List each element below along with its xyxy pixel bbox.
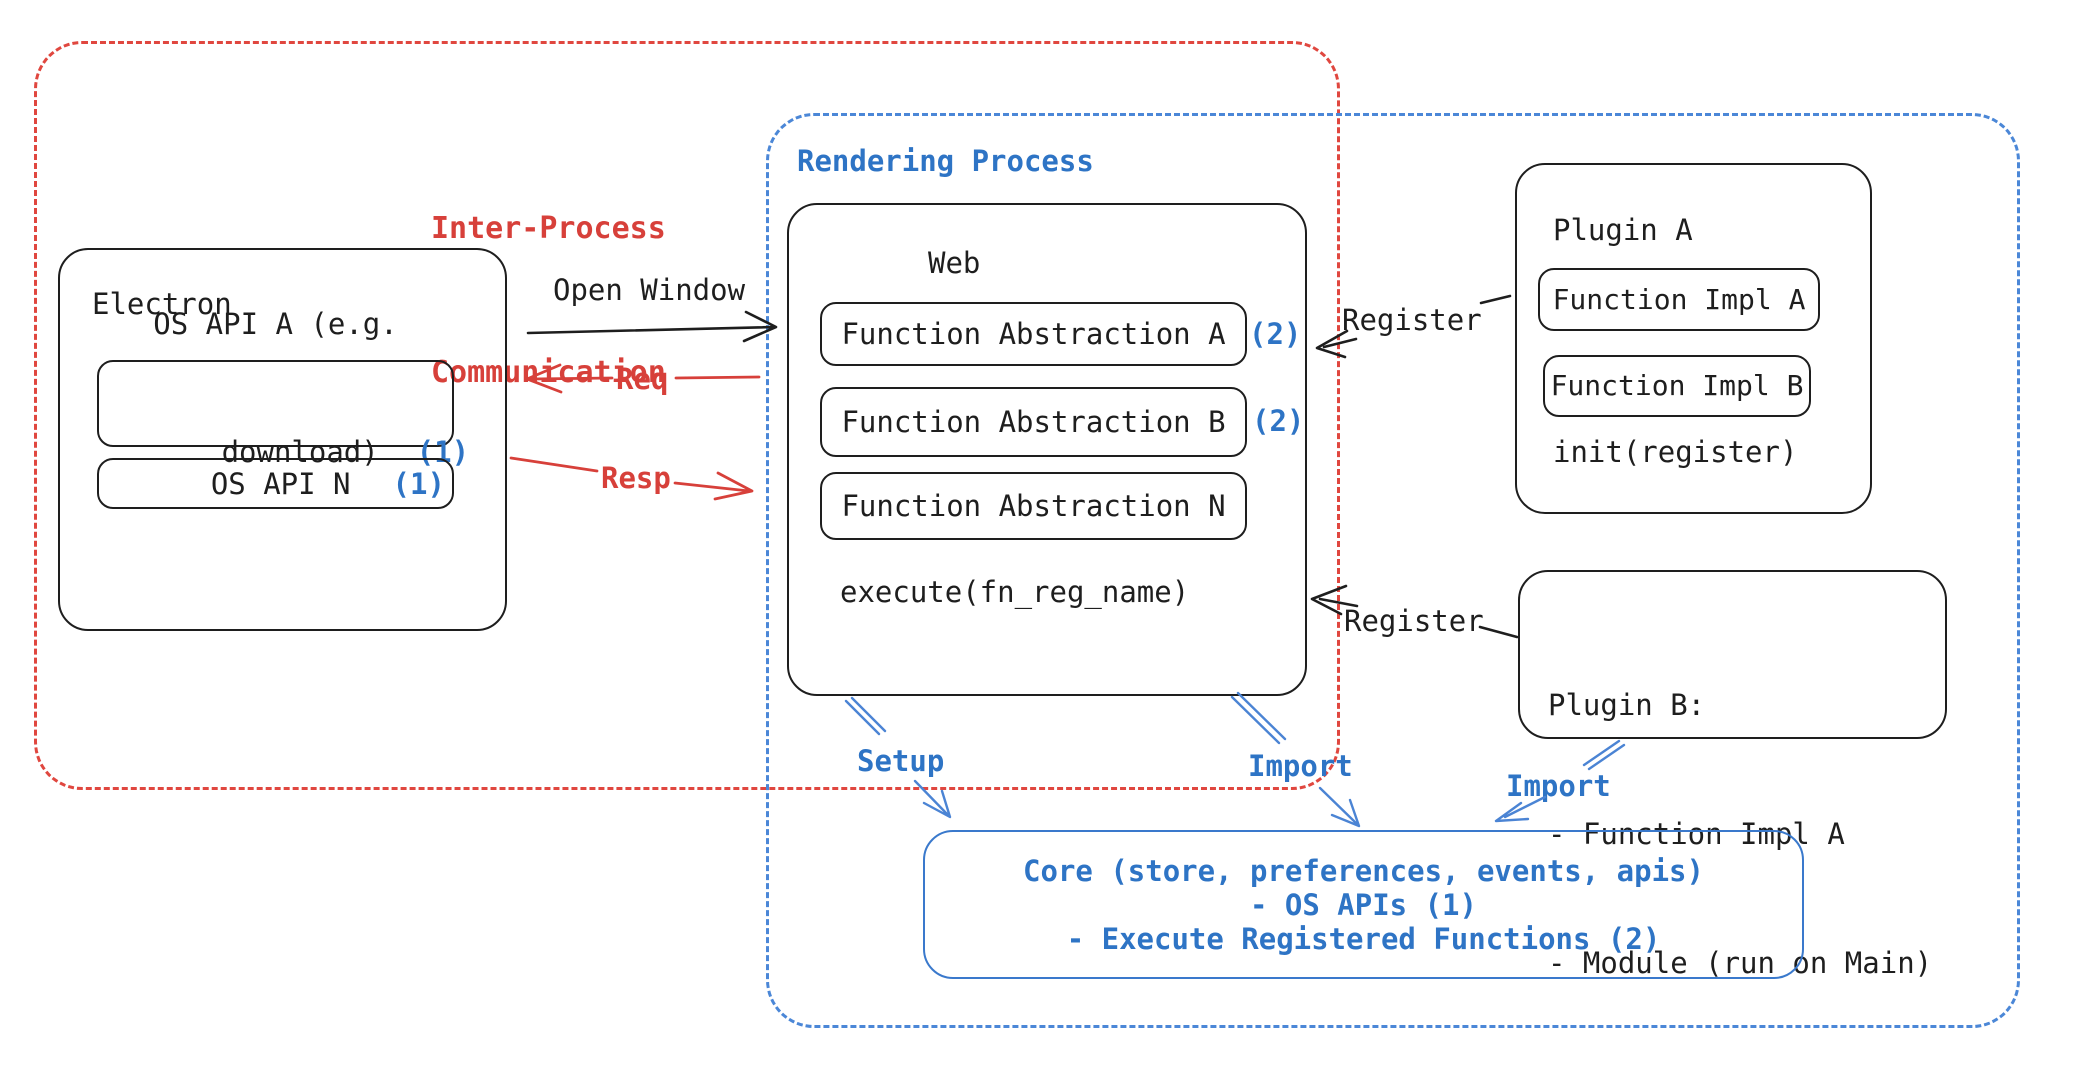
function-impl-a-node: Function Impl A	[1538, 268, 1820, 331]
function-impl-a-label: Function Impl A	[1552, 282, 1806, 316]
os-api-n-ref: (1)	[392, 466, 445, 501]
plugin-b-node	[1518, 570, 1947, 739]
function-abstraction-n-label: Function Abstraction N	[841, 489, 1226, 523]
web-node	[787, 203, 1307, 696]
core-line1: Core (store, preferences, events, apis)	[1023, 853, 1704, 888]
register-plugin-a-label: Register	[1342, 303, 1482, 337]
import-web-label: Import	[1248, 749, 1353, 783]
electron-node	[58, 248, 507, 631]
function-impl-b-label: Function Impl B	[1550, 369, 1804, 402]
resp-label: Resp	[601, 461, 671, 495]
setup-label: Setup	[857, 744, 945, 778]
init-register-text: init(register)	[1553, 435, 1798, 469]
electron-title: Electron	[92, 287, 232, 321]
rendering-process-boundary-box	[766, 113, 2020, 1028]
ipc-boundary-box	[34, 41, 1340, 790]
function-abstraction-b-node: Function Abstraction B	[820, 387, 1247, 457]
os-api-a-label-cont: download)	[221, 434, 379, 469]
function-abstraction-a-label: Function Abstraction A	[841, 317, 1226, 351]
plugin-a-node	[1515, 163, 1872, 514]
open-window-label: Open Window	[553, 273, 746, 307]
function-abstraction-b-label: Function Abstraction B	[841, 405, 1226, 439]
os-api-a-label: OS API A (e.g.	[153, 306, 398, 341]
web-title: Web	[928, 246, 981, 280]
req-label: Req	[616, 362, 669, 396]
plugin-a-title: Plugin A	[1553, 213, 1693, 247]
core-line2: - OS APIs (1)	[1250, 887, 1477, 922]
os-api-n-node: OS API N (1)	[97, 458, 454, 509]
os-api-n-label: OS API N	[210, 466, 351, 501]
os-api-a-node: OS API A (e.g. download)(1)	[97, 308, 469, 468]
function-abstraction-b-ref: (2)	[1252, 404, 1305, 438]
plugin-b-text: Plugin B: - Function Impl A - Module (ru…	[1548, 598, 1932, 1066]
function-abstraction-a-ref: (2)	[1249, 317, 1302, 351]
function-abstraction-n-node: Function Abstraction N	[820, 472, 1247, 540]
core-line3: - Execute Registered Functions (2)	[1066, 921, 1661, 956]
plugin-b-item2: - Module (run on Main)	[1548, 946, 1933, 980]
plugin-b-title: Plugin B:	[1548, 688, 1706, 722]
ipc-label-line1: Inter-Process	[431, 211, 666, 246]
execute-fn-text: execute(fn_reg_name)	[840, 575, 1190, 609]
register-plugin-b-label: Register	[1344, 604, 1484, 638]
core-node: Core (store, preferences, events, apis) …	[923, 830, 1804, 979]
function-impl-b-node: Function Impl B	[1543, 355, 1811, 417]
rendering-process-label: Rendering Process	[797, 144, 1094, 178]
import-plugin-b-label: Import	[1506, 769, 1611, 803]
function-abstraction-a-node: Function Abstraction A	[820, 302, 1247, 366]
